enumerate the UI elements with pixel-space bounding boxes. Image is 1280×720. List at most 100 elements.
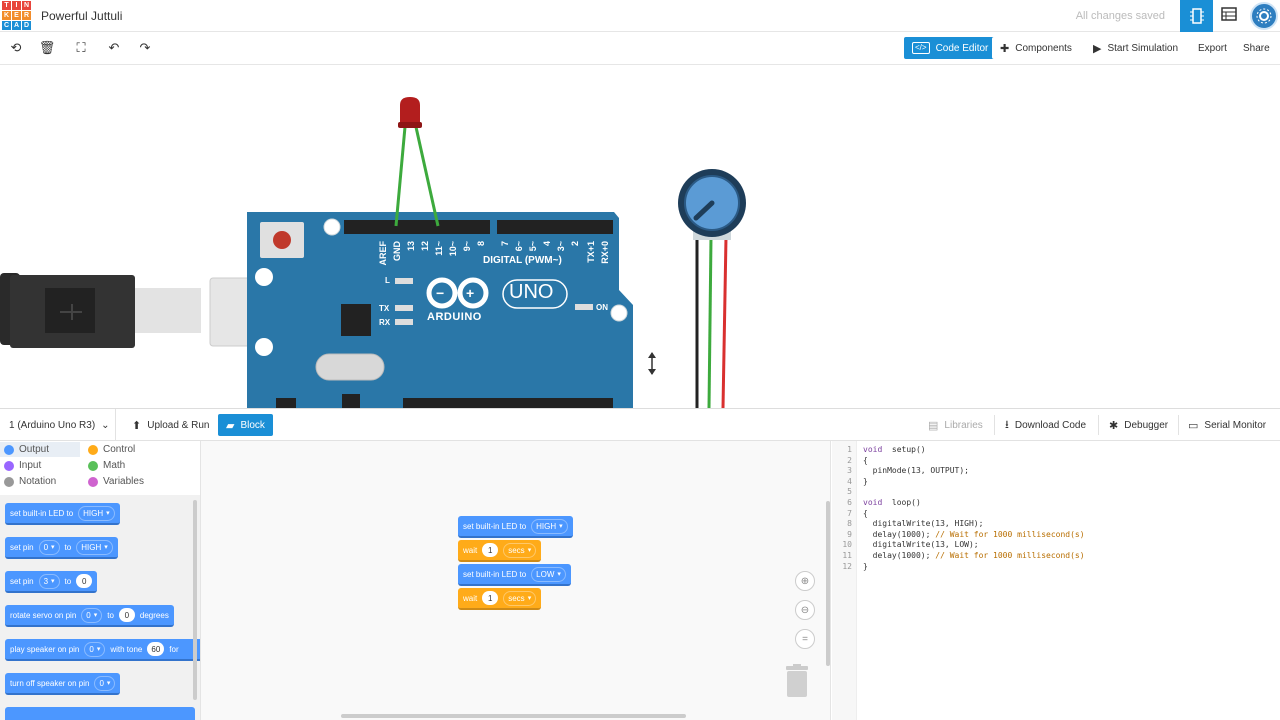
potentiometer-component[interactable] [678, 169, 746, 408]
redo-icon[interactable]: ↷ [139, 40, 151, 55]
pin-label: ~9 [462, 241, 472, 252]
code-line: 8 digitalWrite(13, HIGH); [832, 519, 983, 530]
line-number: 8 [847, 519, 852, 529]
rotate-icon[interactable]: ⟲ [10, 40, 22, 55]
palette-block-turn-off-speaker[interactable]: turn off speaker on pin 0 [5, 673, 121, 695]
components-button[interactable]: ✚ Components [992, 37, 1080, 59]
upload-run-button[interactable]: ⬆ Upload & Run [124, 414, 218, 436]
block-text: degrees [139, 610, 169, 620]
block-text: to [64, 542, 72, 552]
zoom-reset-icon[interactable]: = [795, 629, 815, 649]
script-block-set-led-low[interactable]: set built-in LED to LOW [458, 564, 571, 586]
block-text: set pin [10, 576, 34, 586]
palette-block-partial[interactable] [5, 707, 195, 720]
block-text: turn off speaker on pin [10, 678, 90, 688]
plus-icon: ✚ [1000, 42, 1010, 55]
category-math[interactable]: Math [84, 458, 129, 473]
block-dropdown[interactable]: LOW [531, 566, 566, 582]
script-block-wait[interactable]: wait 1 secs [458, 540, 542, 562]
user-avatar[interactable] [1250, 2, 1278, 30]
category-output[interactable]: Output [0, 442, 80, 457]
category-label: Variables [103, 476, 144, 487]
palette-block-set-builtin-led[interactable]: set built-in LED to HIGH [5, 503, 120, 525]
code-text [854, 487, 863, 498]
block-text: set built-in LED to [10, 508, 74, 518]
block-dropdown[interactable]: 3 [38, 573, 60, 589]
undo-icon[interactable]: ↶ [108, 40, 120, 55]
block-mode-select[interactable]: ▰ Block [218, 414, 273, 436]
block-dropdown[interactable]: 0 [84, 641, 106, 657]
category-input[interactable]: Input [0, 458, 45, 473]
share-button[interactable]: Share [1235, 37, 1278, 59]
trash-icon[interactable] [784, 664, 810, 698]
delete-icon[interactable]: 🗑 [38, 40, 56, 55]
libraries-label: Libraries [944, 419, 983, 431]
download-code-label: Download Code [1014, 419, 1087, 431]
category-control[interactable]: Control [84, 442, 139, 457]
project-title[interactable]: Powerful Juttuli [41, 9, 123, 23]
download-icon: ⭳ [1005, 418, 1009, 431]
block-palette: set built-in LED to HIGH set pin 0 to HI… [0, 495, 200, 720]
libraries-button[interactable]: ▤ Libraries [920, 414, 991, 436]
block-dropdown[interactable]: HIGH [76, 539, 113, 555]
code-text: digitalWrite(13, LOW); [863, 540, 979, 550]
block-number-input[interactable]: 0 [76, 574, 93, 588]
canvas-vertical-scrollbar[interactable] [826, 501, 830, 666]
start-simulation-button[interactable]: ▶ Start Simulation [1085, 37, 1187, 59]
device-select[interactable]: 1 (Arduino Uno R3) ⌄ [0, 409, 116, 441]
palette-block-play-speaker[interactable]: play speaker on pin 0 with tone 60 for [5, 639, 200, 661]
block-dropdown[interactable]: HIGH [78, 505, 115, 521]
category-label: Input [19, 460, 42, 471]
category-dot [4, 476, 14, 487]
block-dropdown[interactable]: 0 [81, 607, 103, 623]
code-text: void loop() [863, 498, 921, 507]
block-text: set built-in LED to [463, 521, 527, 531]
script-block-set-led-high[interactable]: set built-in LED to HIGH [458, 516, 573, 538]
block-text: wait [463, 593, 478, 603]
block-dropdown[interactable]: secs [503, 590, 537, 606]
zoom-in-icon[interactable]: ⊕ [795, 571, 815, 591]
zoom-out-icon[interactable]: ⊖ [795, 600, 815, 620]
script-block-wait[interactable]: wait 1 secs [458, 588, 542, 610]
debugger-label: Debugger [1124, 419, 1169, 431]
code-editor-button[interactable]: </> Code Editor [904, 37, 997, 59]
palette-block-set-pin-analog[interactable]: set pin 3 to 0 [5, 571, 98, 593]
category-variables[interactable]: Variables [84, 474, 148, 489]
block-number-input[interactable]: 60 [147, 642, 165, 656]
component-list-icon[interactable] [1219, 7, 1239, 25]
category-notation[interactable]: Notation [0, 474, 60, 489]
export-button[interactable]: Export [1190, 37, 1235, 59]
block-number-input[interactable]: 1 [482, 591, 499, 605]
palette-block-set-pin-digital[interactable]: set pin 0 to HIGH [5, 537, 118, 559]
code-text: } [863, 476, 868, 486]
block-number-input[interactable]: 0 [118, 608, 135, 622]
serial-monitor-button[interactable]: ▭ Serial Monitor [1180, 414, 1275, 436]
line-number: 6 [847, 498, 852, 507]
palette-block-rotate-servo[interactable]: rotate servo on pin 0 to 0 degrees [5, 605, 174, 627]
canvas-horizontal-scrollbar[interactable] [341, 714, 686, 718]
block-dropdown[interactable]: 0 [38, 539, 60, 555]
circuit-workplane[interactable]: − + DIGITAL (PWM~) ARDUINO UNO L [0, 65, 1280, 408]
palette-scrollbar[interactable] [193, 500, 197, 700]
fit-view-icon[interactable]: ⛶ [76, 40, 86, 55]
circuit-view-button[interactable] [1180, 0, 1213, 32]
block-script-canvas[interactable]: set built-in LED to HIGH wait 1 secs set… [200, 441, 831, 720]
led-component[interactable] [394, 97, 440, 227]
pin-label: AREF [378, 241, 388, 266]
logo-letter: A [12, 21, 21, 30]
block-dropdown[interactable]: 0 [94, 675, 116, 691]
block-number-input[interactable]: 1 [482, 543, 499, 557]
arduino-uno-board[interactable]: − + [247, 212, 633, 408]
category-dot [4, 444, 14, 455]
download-code-button[interactable]: ⭳ Download Code [997, 414, 1095, 436]
logo-letter: E [12, 11, 21, 20]
block-dropdown[interactable]: HIGH [531, 518, 568, 534]
code-line: 12} [832, 562, 867, 573]
pin-label: 8 [476, 241, 486, 247]
block-dropdown[interactable]: secs [503, 542, 537, 558]
debugger-button[interactable]: ✱ Debugger [1101, 414, 1177, 436]
category-dot [88, 444, 98, 455]
